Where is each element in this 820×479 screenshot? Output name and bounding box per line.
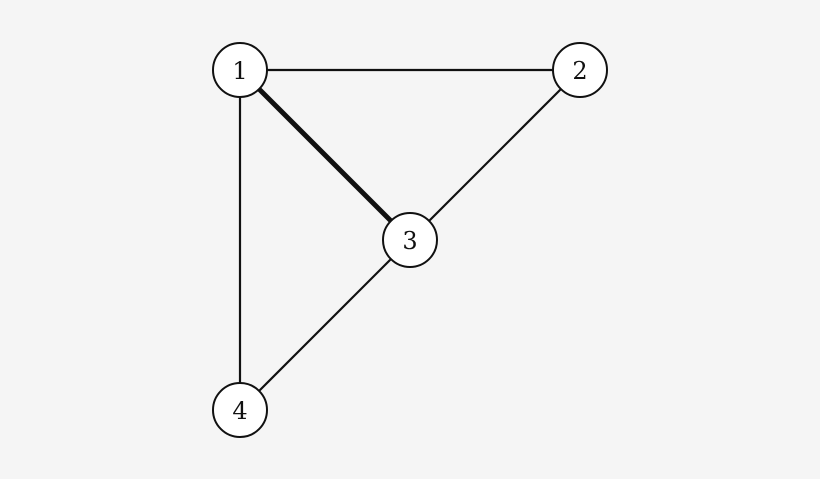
node-4: 4 [212,382,268,438]
node-label: 4 [232,397,247,425]
node-1: 1 [212,42,268,98]
node-label: 3 [402,227,417,255]
edge-1-3-bold [238,68,412,242]
node-3: 3 [382,212,438,268]
edge-3-4 [239,239,411,411]
nodes: 1 2 3 4 [212,42,608,438]
node-label: 1 [232,57,247,85]
node-label: 2 [572,57,587,85]
node-2: 2 [552,42,608,98]
edges [238,68,581,411]
edge-2-3 [409,69,581,241]
